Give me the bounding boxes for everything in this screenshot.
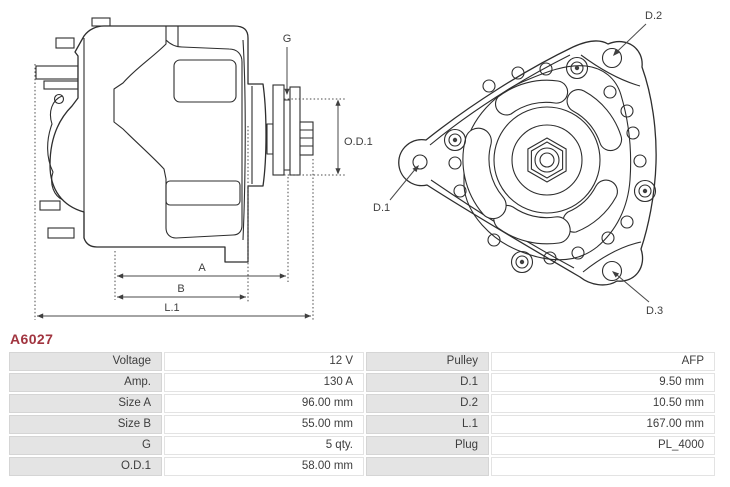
ear-hole-d3 — [601, 260, 623, 282]
lug-hole-d1 — [412, 154, 428, 170]
alternator-side-view-diagram: G O.D.1 A B L.1 — [34, 17, 373, 320]
spec-value: 130 A — [164, 373, 364, 392]
spec-value: 167.00 mm — [491, 415, 715, 434]
spec-value: AFP — [491, 352, 715, 371]
spec-label: Size B — [9, 415, 162, 434]
spec-label: Size A — [9, 394, 162, 413]
table-row: G 5 qty. Plug PL_4000 — [9, 436, 715, 455]
spec-label: D.2 — [366, 394, 489, 413]
dim-label-a: A — [198, 262, 206, 274]
dim-label-b: B — [177, 283, 184, 295]
dim-label-l1: L.1 — [164, 302, 179, 314]
spec-value: 9.50 mm — [491, 373, 715, 392]
table-row: Voltage 12 V Pulley AFP — [9, 352, 715, 371]
pulley-flange-rear — [272, 84, 285, 176]
dim-label-d1: D.1 — [373, 202, 390, 214]
spec-label: L.1 — [366, 415, 489, 434]
spec-value: 5 qty. — [164, 436, 364, 455]
spec-value: PL_4000 — [491, 436, 715, 455]
part-number-title: A6027 — [10, 331, 54, 347]
technical-drawing: G O.D.1 A B L.1 — [34, 10, 663, 320]
spec-label: Voltage — [9, 352, 162, 371]
dim-label-g: G — [283, 33, 292, 45]
front-bracket-outline — [113, 26, 243, 239]
spec-table: Voltage 12 V Pulley AFP Amp. 130 A D.1 9… — [7, 350, 717, 478]
table-row: Amp. 130 A D.1 9.50 mm — [9, 373, 715, 392]
through-bolts — [443, 56, 657, 274]
spec-label: O.D.1 — [9, 457, 162, 476]
spec-label: D.1 — [366, 373, 489, 392]
table-row: Size B 55.00 mm L.1 167.00 mm — [9, 415, 715, 434]
dim-label-d3: D.3 — [646, 305, 663, 317]
spec-value: 12 V — [164, 352, 364, 371]
spec-value — [491, 457, 715, 476]
spec-label — [366, 457, 489, 476]
spec-value: 55.00 mm — [164, 415, 364, 434]
table-row: O.D.1 58.00 mm — [9, 457, 715, 476]
vent-slots — [462, 79, 623, 245]
spec-label: Pulley — [366, 352, 489, 371]
spec-label: G — [9, 436, 162, 455]
dim-label-d2: D.2 — [645, 10, 662, 22]
side-body-outline — [49, 25, 267, 263]
front-face-rim — [463, 65, 632, 261]
spec-label: Amp. — [9, 373, 162, 392]
spec-value: 58.00 mm — [164, 457, 364, 476]
ear-hole-d2 — [601, 47, 623, 69]
pulley-spacer — [266, 123, 274, 155]
dim-label-od1: O.D.1 — [344, 136, 373, 148]
spec-value: 96.00 mm — [164, 394, 364, 413]
spec-label: Plug — [366, 436, 489, 455]
vent-holes — [448, 62, 647, 265]
rotor-and-shaft-nut — [493, 106, 601, 214]
alternator-front-view-diagram: D.2 D.1 D.3 — [373, 10, 663, 317]
table-row: Size A 96.00 mm D.2 10.50 mm — [9, 394, 715, 413]
pulley-flange-front — [289, 86, 301, 176]
spec-value: 10.50 mm — [491, 394, 715, 413]
